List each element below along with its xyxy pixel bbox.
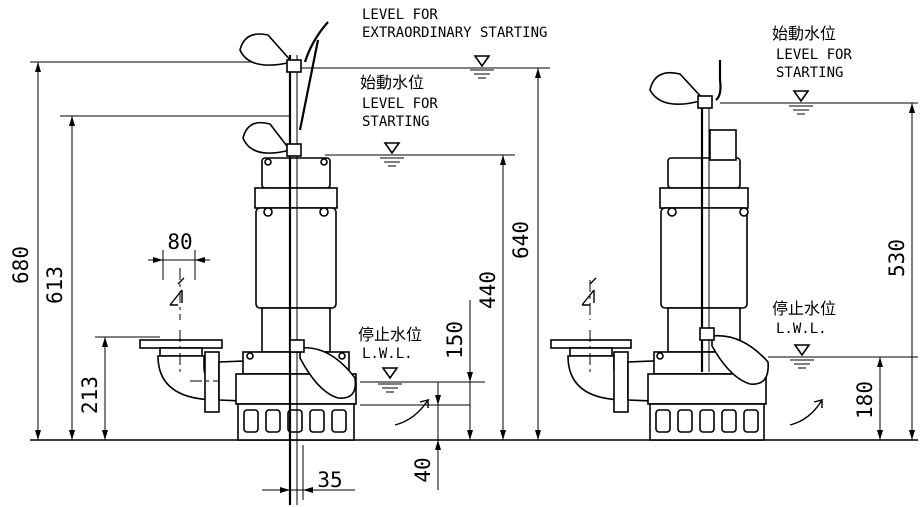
right-starting-label-line2: STARTING	[776, 65, 843, 81]
left-pump-body	[235, 157, 357, 441]
dim-640-label: 640	[509, 221, 533, 259]
stop-label-en: L.W.L.	[362, 346, 413, 362]
left-pump-view: 680 613 213 640 440 150 40	[9, 7, 550, 505]
right-float-starting	[649, 71, 713, 109]
right-pump-view: 530 180	[550, 24, 918, 441]
extraordinary-label-line1: LEVEL FOR	[362, 7, 438, 23]
starting-label-line2: STARTING	[362, 114, 429, 130]
outlet-pipe	[139, 330, 240, 413]
right-float-stop	[699, 327, 769, 385]
extraordinary-label-line2: EXTRAORDINARY STARTING	[362, 25, 547, 41]
dim-150-label: 150	[443, 321, 467, 359]
right-outlet-section-symbol	[581, 277, 597, 320]
right-rotation-arrow	[789, 398, 824, 426]
outlet-section-symbol	[169, 268, 185, 320]
float-extraordinary	[239, 33, 302, 73]
cable-top	[303, 21, 329, 63]
float-stop	[289, 339, 357, 399]
dim-213-label: 213	[78, 376, 102, 414]
dim-80-label: 80	[167, 230, 192, 254]
right-outlet-pipe	[550, 330, 632, 413]
dim-440-label: 440	[476, 271, 500, 309]
right-cable	[715, 60, 722, 101]
right-pump-body	[647, 129, 767, 441]
right-starting-level-symbol	[789, 90, 813, 115]
starting-level-symbol	[380, 142, 404, 167]
float-starting	[242, 121, 302, 157]
stop-level-symbol	[378, 367, 402, 393]
dim-35-label: 35	[317, 468, 342, 492]
starting-label-line1: LEVEL FOR	[362, 96, 438, 112]
dim-680-label: 680	[9, 246, 33, 284]
right-stop-level-symbol	[790, 344, 814, 369]
dim-530-label: 530	[885, 239, 909, 277]
right-starting-label-jp: 始動水位	[772, 24, 836, 43]
stop-label-jp: 停止水位	[358, 325, 422, 344]
rotation-arrow	[394, 398, 430, 426]
extraordinary-level-symbol	[470, 55, 494, 79]
right-stop-label-en: L.W.L.	[776, 321, 827, 337]
right-stop-label-jp: 停止水位	[772, 299, 836, 318]
dim-180-label: 180	[853, 381, 877, 419]
dim-613-label: 613	[43, 266, 67, 304]
right-starting-label-line1: LEVEL FOR	[776, 47, 852, 63]
starting-label-jp: 始動水位	[360, 73, 424, 92]
dim-40-label: 40	[411, 457, 435, 482]
